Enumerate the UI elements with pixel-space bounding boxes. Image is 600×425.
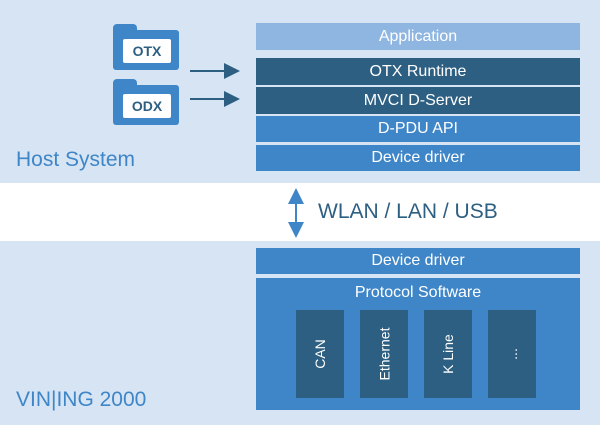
vci-device-driver-layer: Device driver — [256, 248, 580, 274]
connection-label: WLAN / LAN / USB — [318, 200, 498, 223]
host-system-label: Host System — [16, 148, 136, 171]
vci-label: VIN|ING 2000 — [16, 388, 147, 411]
protocol-k-line: K Line — [424, 310, 472, 398]
host-device-driver-layer: Device driver — [256, 145, 580, 171]
protocol-software-box: Protocol Software CAN Ethernet K Line ..… — [256, 278, 580, 410]
otx-runtime-layer: OTX Runtime — [256, 58, 580, 85]
protocol-more-label: ... — [503, 348, 520, 360]
odx-folder-icon: ODX — [113, 79, 179, 125]
mvci-d-server-layer: MVCI D-Server — [256, 87, 580, 114]
otx-folder-icon: OTX — [113, 24, 179, 70]
protocol-k-line-label: K Line — [439, 334, 456, 374]
protocol-ethernet: Ethernet — [360, 310, 408, 398]
protocol-software-title: Protocol Software — [354, 284, 482, 301]
otx-folder-label: OTX — [123, 39, 171, 63]
protocol-can-label: CAN — [312, 339, 328, 369]
protocol-more: ... — [488, 310, 536, 398]
protocol-can: CAN — [296, 310, 344, 398]
application-layer: Application — [256, 23, 580, 50]
protocol-ethernet-label: Ethernet — [376, 327, 392, 381]
d-pdu-api-layer: D-PDU API — [256, 116, 580, 142]
odx-folder-label: ODX — [123, 94, 171, 118]
